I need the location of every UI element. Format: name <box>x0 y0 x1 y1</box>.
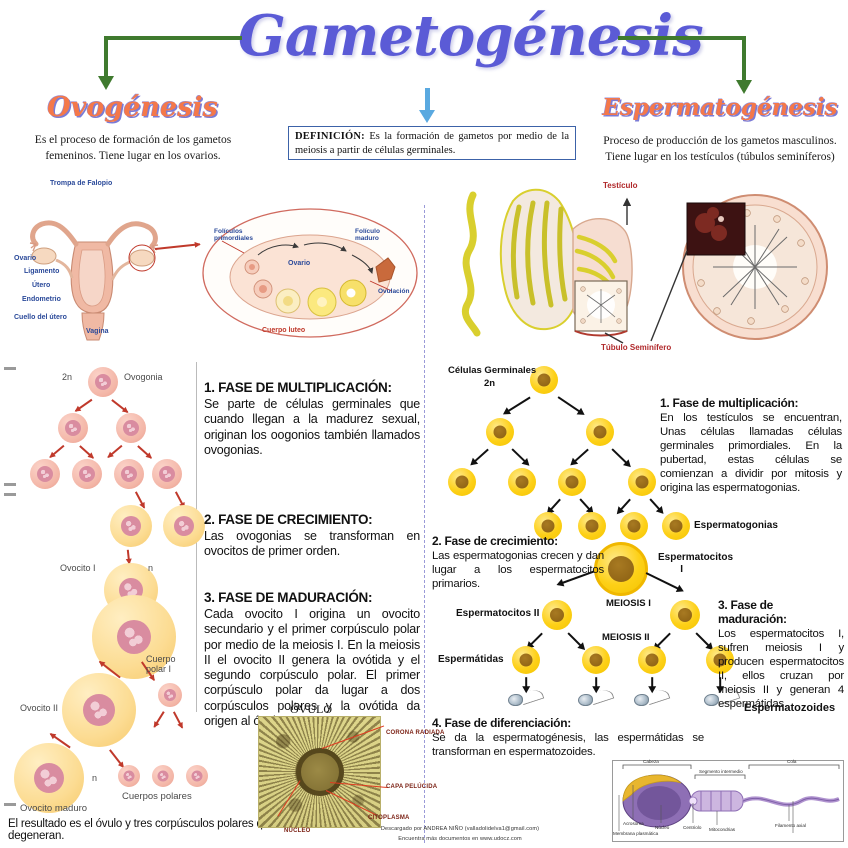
label-2n-esp: 2n <box>484 378 496 389</box>
esp-phase-1: 1. Fase de multiplicación: En los testíc… <box>660 396 842 495</box>
esp-phase-2-body: Las espermatogonias crecen y dan lugar a… <box>432 550 604 590</box>
ovo-phase-1-heading: 1. FASE DE MULTIPLICACIÓN: <box>204 380 392 395</box>
label-meiosis-ii: MEIOSIS II <box>602 632 650 643</box>
ovo-phase-2-heading: 2. FASE DE CRECIMIENTO: <box>204 512 373 527</box>
sd-label-cabeza: Cabeza <box>643 759 659 764</box>
ovo-phase-1: 1. FASE DE MULTIPLICACIÓN: Se parte de c… <box>204 380 420 458</box>
ovo-phase-2-body: Las ovogonias se transforman en ovocitos… <box>204 529 420 559</box>
ovum-label-corona-radiada: CORONA RADIADA <box>386 730 445 736</box>
ovum-label-nucleo: NÚCLEO <box>284 828 311 834</box>
esp-phase-2: 2. Fase de crecimiento: Las espermatogon… <box>432 534 604 592</box>
esp-phase-4-body: Se da la espermatogénesis, las espermáti… <box>432 732 704 758</box>
page-title: Gametogénesis <box>238 3 704 69</box>
ovo-phase-3-heading: 3. FASE DE MADURACIÓN: <box>204 590 373 605</box>
label-cuerpos-polares: Cuerpos polares <box>122 791 192 802</box>
footer-download-line: Descargado por ANDREA NIÑO (valladolidel… <box>380 826 540 832</box>
ovum-label-capa-pelucida: CAPA PELÚCIDA <box>386 784 438 790</box>
esp-phase-2-heading: 2. Fase de crecimiento: <box>432 534 558 548</box>
definition-text: Es la formación de gametos por medio de … <box>295 131 570 157</box>
label-n-3: n <box>92 773 98 783</box>
label-ovogonia: Ovogonia <box>124 372 163 382</box>
testis-anatomy: Testículo Túbulo Seminífero <box>455 181 845 352</box>
sd-label-segmento: Segmento intermedio <box>699 769 743 774</box>
ovo-phase-3: 3. FASE DE MADURACIÓN: Cada ovocito I or… <box>204 590 420 729</box>
label-meiosis-i: MEIOSIS I <box>606 598 651 609</box>
esp-phase-1-body: En los testículos se encuentran, Unas cé… <box>660 412 842 494</box>
espermatogenesis-cell-diagram: Células Germinales 2n Espermatogonias Es… <box>430 360 778 700</box>
definition-label: DEFINICIÓN: <box>295 131 365 142</box>
espermatogenesis-title: Espermatogénesis <box>602 94 838 121</box>
esp-phase-3: 3. Fase de maduración: Los espermatocito… <box>718 598 844 711</box>
esp-phase-3-heading: 3. Fase de maduración: <box>718 598 787 626</box>
ovo-phase-3-body: Cada ovocito I origina un ovocito secund… <box>204 607 420 728</box>
sd-label-cola: Cola <box>787 759 797 764</box>
column-divider <box>424 205 425 843</box>
ovogenesis-lead: Es el proceso de formación de los gameto… <box>34 134 232 162</box>
ovum-title: ÓVULO <box>290 702 332 716</box>
definition-box: DEFINICIÓN: Es la formación de gametos p… <box>288 126 576 160</box>
sd-label-membrana: Membrana plasmática <box>613 831 659 836</box>
sd-label-mitocondrias: Mitocondrias <box>709 827 736 832</box>
label-espermatozoides: Espermatozoides <box>744 702 836 714</box>
ovogenesis-conclusion: El resultado es el óvulo y tres corpúscu… <box>8 818 276 842</box>
esp-phase-4: 4. Fase de diferenciación: Se da la espe… <box>432 716 704 760</box>
label-espermatogonias: Espermatogonias <box>694 520 778 531</box>
esp-phase-4-heading: 4. Fase de diferenciación: <box>432 716 571 730</box>
sd-label-acrosoma: Acrosoma <box>623 821 644 826</box>
esp-phase-3-body: Los espermatocitos I, sufren meiosis I y… <box>718 628 844 710</box>
label-ovocito-maduro: Ovocito maduro <box>20 803 88 814</box>
espermatogenesis-lead: Proceso de producción de los gametos mas… <box>603 135 837 163</box>
label-2n-ovo: 2n <box>62 372 73 382</box>
label-espermatocitos-ii: Espermatocitos II <box>456 608 540 619</box>
female-reproductive-anatomy: Trompa de Falopio Ovario Ligamento Útero… <box>14 180 184 345</box>
label-n-1: n <box>148 563 154 573</box>
ovogenesis-title: Ovogénesis <box>47 92 218 123</box>
esp-phase-1-heading: 1. Fase de multiplicación: <box>660 396 799 410</box>
label-ovocito-i: Ovocito I <box>60 563 96 573</box>
sd-label-centriolo: Centriolo <box>683 825 702 830</box>
ovo-phase-2: 2. FASE DE CRECIMIENTO: Las ovogonias se… <box>204 512 420 560</box>
ovum-label-citoplasma: CITOPLASMA <box>368 815 410 821</box>
label-celulas-germinales: Células Germinales <box>448 365 537 376</box>
footer-site-line: Encuentra más documentos en www.udocz.co… <box>398 836 522 842</box>
label-espermatidas: Espermátidas <box>438 654 504 665</box>
label-testiculo: Testículo <box>603 181 638 190</box>
sd-label-nucleo: Núcleo <box>655 825 670 830</box>
ovo-phase-1-body: Se parte de células germinales que cuand… <box>204 397 420 457</box>
sd-label-filamento: Filamento axial <box>775 823 806 828</box>
label-tubulo-seminifero: Túbulo Seminífero <box>601 343 672 352</box>
ovum-nucleus-region <box>295 748 344 796</box>
label-ovocito-ii: Ovocito II <box>20 703 59 713</box>
spermatozoa-row <box>508 686 748 714</box>
sperm-anatomy-diagram: Cabeza Segmento intermedio Cola Acrosoma… <box>612 759 844 842</box>
